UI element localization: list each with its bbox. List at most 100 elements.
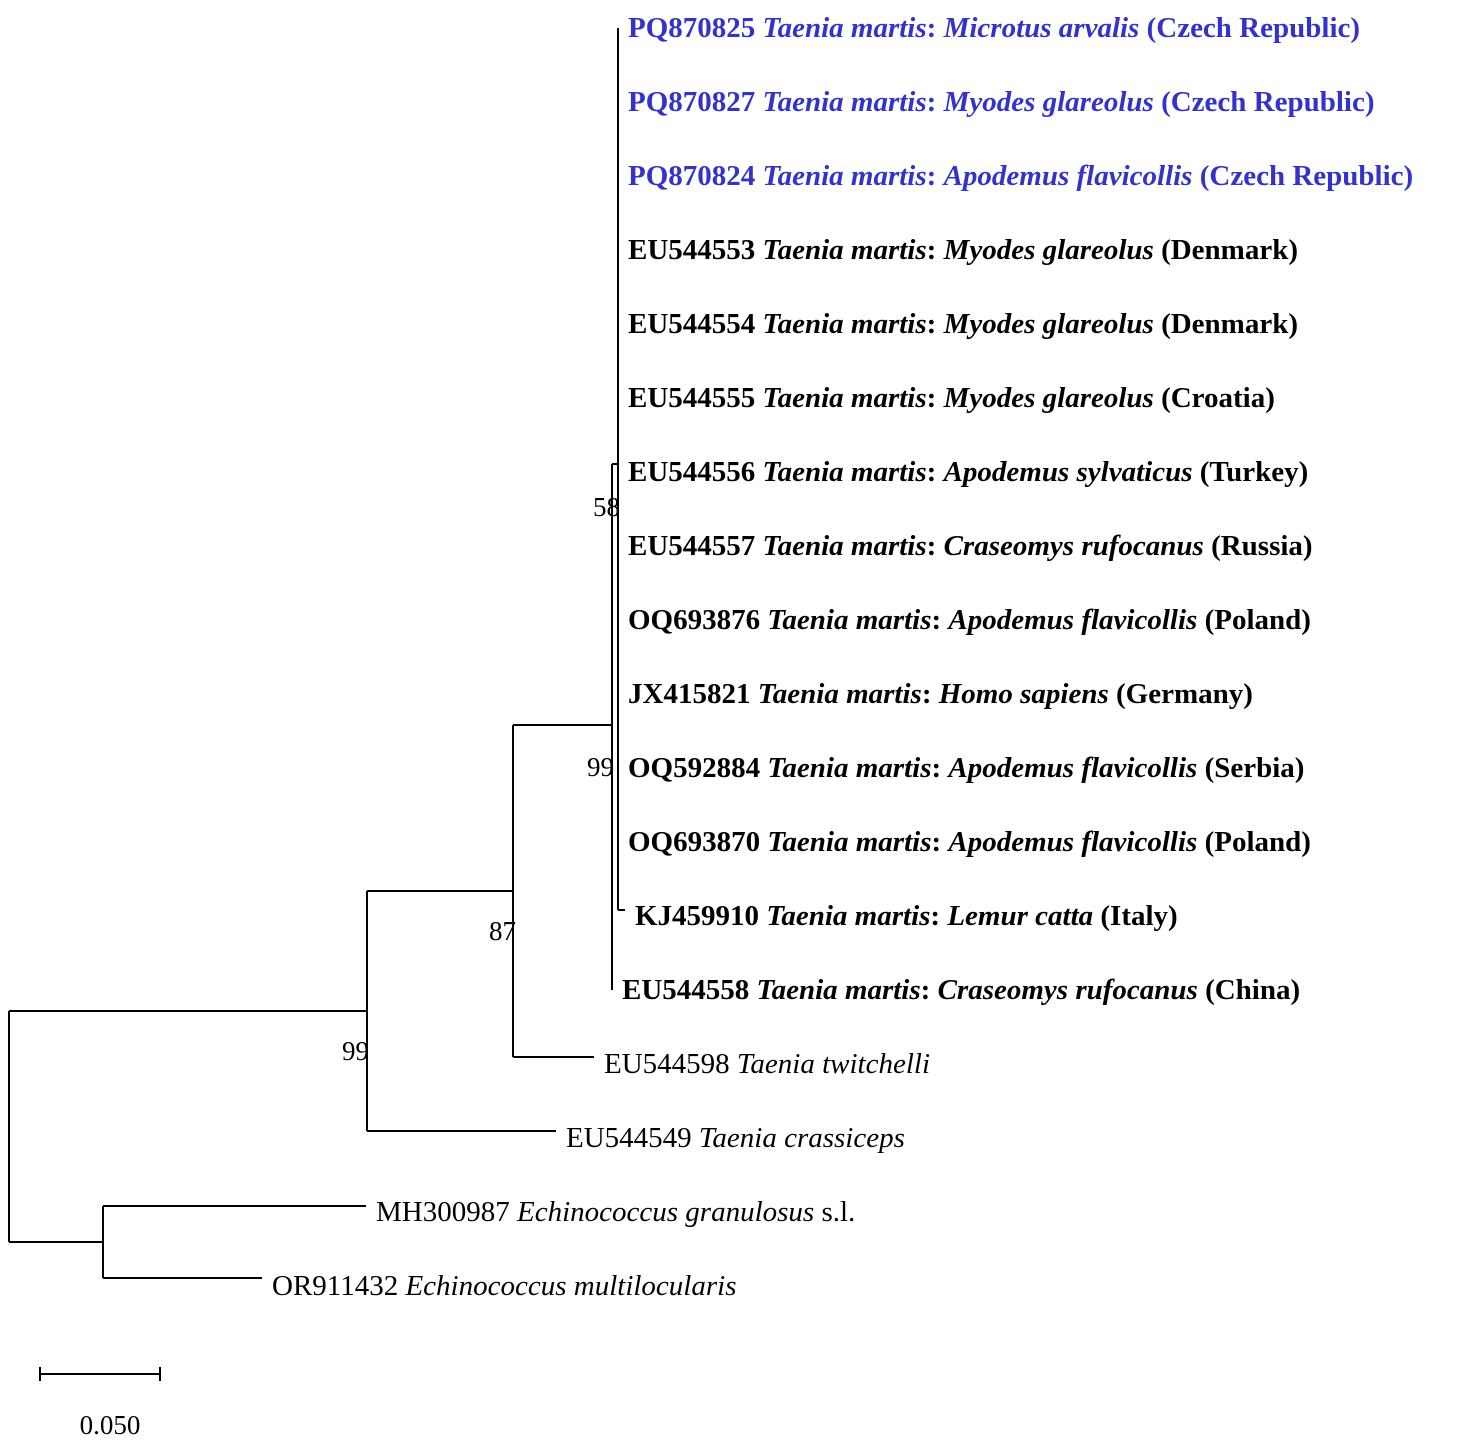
- parasite-species: Taenia martis: [763, 234, 927, 266]
- accession: JX415821: [628, 678, 758, 710]
- country: (Serbia): [1197, 752, 1304, 784]
- parasite-species: Taenia martis: [763, 456, 927, 488]
- taxon-label-eu544598: EU544598 Taenia twitchelli: [604, 1048, 930, 1080]
- separator: :: [931, 752, 948, 784]
- accession: OQ592884: [628, 752, 767, 784]
- separator: :: [927, 160, 944, 192]
- scale-bar: 0.050: [39, 1367, 161, 1440]
- separator: :: [927, 12, 944, 44]
- taxon-label-pq870827: PQ870827 Taenia martis: Myodes glareolus…: [628, 86, 1375, 118]
- separator: :: [927, 530, 944, 562]
- accession: OQ693870: [628, 826, 767, 858]
- parasite-species: Taenia martis: [763, 86, 927, 118]
- parasite-species: Echinococcus granulosus: [516, 1196, 814, 1228]
- parasite-species: Echinococcus multilocularis: [404, 1270, 736, 1302]
- host-species: Apodemus flavicollis: [946, 604, 1197, 636]
- parasite-species: Taenia martis: [763, 160, 927, 192]
- taxon-label-kj459910: KJ459910 Taenia martis: Lemur catta (Ita…: [635, 900, 1178, 932]
- host-species: Apodemus flavicollis: [946, 826, 1197, 858]
- accession: EU544598: [604, 1048, 737, 1080]
- country: (Czech Republic): [1192, 160, 1413, 192]
- host-species: Apodemus flavicollis: [942, 160, 1193, 192]
- separator: :: [927, 308, 944, 340]
- separator: :: [922, 678, 939, 710]
- country: (Turkey): [1193, 456, 1309, 488]
- tree-branches: [8, 28, 625, 1279]
- bootstrap-value-taenia-clade: 99: [342, 1036, 369, 1066]
- taxon-label-oq592884: OQ592884 Taenia martis: Apodemus flavico…: [628, 752, 1304, 784]
- host-species: Myodes glareolus: [943, 234, 1154, 266]
- scale-bar-label: 0.050: [80, 1410, 141, 1440]
- parasite-species: Taenia martis: [766, 900, 930, 932]
- parasite-species: Taenia crassiceps: [699, 1122, 905, 1154]
- bootstrap-value-martis-clade: 99: [587, 752, 614, 782]
- parasite-species: Taenia twitchelli: [737, 1048, 930, 1080]
- parasite-species: Taenia martis: [763, 530, 927, 562]
- taxon-label-eu544554: EU544554 Taenia martis: Myodes glareolus…: [628, 308, 1298, 340]
- country: (Czech Republic): [1139, 12, 1360, 44]
- host-species: Apodemus sylvaticus: [942, 456, 1193, 488]
- parasite-species: Taenia martis: [763, 308, 927, 340]
- accession: EU544555: [628, 382, 763, 414]
- bootstrap-value-clade-58: 58: [593, 492, 620, 522]
- host-species: Lemur catta: [946, 900, 1093, 932]
- taxon-label-eu544555: EU544555 Taenia martis: Myodes glareolus…: [628, 382, 1275, 414]
- host-species: Craseomys rufocanus: [938, 974, 1198, 1006]
- parasite-species: Taenia martis: [757, 974, 921, 1006]
- taxon-label-eu544553: EU544553 Taenia martis: Myodes glareolus…: [628, 234, 1298, 266]
- country: (Germany): [1109, 678, 1253, 710]
- parasite-species: Taenia martis: [767, 604, 931, 636]
- taxon-label-oq693876: OQ693876 Taenia martis: Apodemus flavico…: [628, 604, 1311, 636]
- separator: :: [921, 974, 938, 1006]
- parasite-species: Taenia martis: [767, 752, 931, 784]
- taxon-suffix: s.l.: [814, 1196, 855, 1228]
- country: (Italy): [1093, 900, 1178, 932]
- separator: :: [931, 604, 948, 636]
- taxon-label-eu544557: EU544557 Taenia martis: Craseomys rufoca…: [628, 530, 1313, 562]
- separator: :: [931, 826, 948, 858]
- accession: EU544553: [628, 234, 763, 266]
- taxon-label-eu544556: EU544556 Taenia martis: Apodemus sylvati…: [628, 456, 1308, 488]
- taxon-label-eu544558: EU544558 Taenia martis: Craseomys rufoca…: [622, 974, 1300, 1006]
- separator: :: [927, 86, 944, 118]
- taxon-label-oq693870: OQ693870 Taenia martis: Apodemus flavico…: [628, 826, 1311, 858]
- accession: PQ870825: [628, 12, 763, 44]
- accession: PQ870827: [628, 86, 763, 118]
- taxon-label-pq870824: PQ870824 Taenia martis: Apodemus flavico…: [628, 160, 1413, 192]
- separator: :: [930, 900, 947, 932]
- country: (Denmark): [1154, 308, 1298, 340]
- taxon-label-eu544549: EU544549 Taenia crassiceps: [566, 1122, 905, 1154]
- host-species: Myodes glareolus: [943, 308, 1154, 340]
- bootstrap-value-martis-twitchelli: 87: [489, 916, 516, 946]
- separator: :: [927, 382, 944, 414]
- host-species: Myodes glareolus: [943, 86, 1154, 118]
- accession: EU544554: [628, 308, 763, 340]
- taxon-label-jx415821: JX415821 Taenia martis: Homo sapiens (Ge…: [628, 678, 1253, 710]
- accession: PQ870824: [628, 160, 763, 192]
- accession: EU544558: [622, 974, 757, 1006]
- host-species: Microtus arvalis: [943, 12, 1140, 44]
- host-species: Homo sapiens: [938, 678, 1109, 710]
- parasite-species: Taenia martis: [758, 678, 922, 710]
- country: (China): [1198, 974, 1300, 1006]
- country: (Poland): [1197, 604, 1311, 636]
- taxon-label-or911432: OR911432 Echinococcus multilocularis: [272, 1270, 737, 1302]
- separator: :: [927, 456, 944, 488]
- taxon-labels: PQ870825 Taenia martis: Microtus arvalis…: [272, 12, 1413, 1302]
- country: (Croatia): [1154, 382, 1275, 414]
- parasite-species: Taenia martis: [767, 826, 931, 858]
- accession: KJ459910: [635, 900, 766, 932]
- country: (Denmark): [1154, 234, 1298, 266]
- accession: OQ693876: [628, 604, 767, 636]
- accession: EU544557: [628, 530, 763, 562]
- accession: OR911432: [272, 1270, 405, 1302]
- accession: EU544556: [628, 456, 763, 488]
- taxon-label-mh300987: MH300987 Echinococcus granulosus s.l.: [376, 1196, 855, 1228]
- parasite-species: Taenia martis: [763, 12, 927, 44]
- host-species: Apodemus flavicollis: [946, 752, 1197, 784]
- country: (Poland): [1197, 826, 1311, 858]
- bootstrap-values: 58 99 87 99: [342, 492, 620, 1066]
- parasite-species: Taenia martis: [763, 382, 927, 414]
- accession: EU544549: [566, 1122, 699, 1154]
